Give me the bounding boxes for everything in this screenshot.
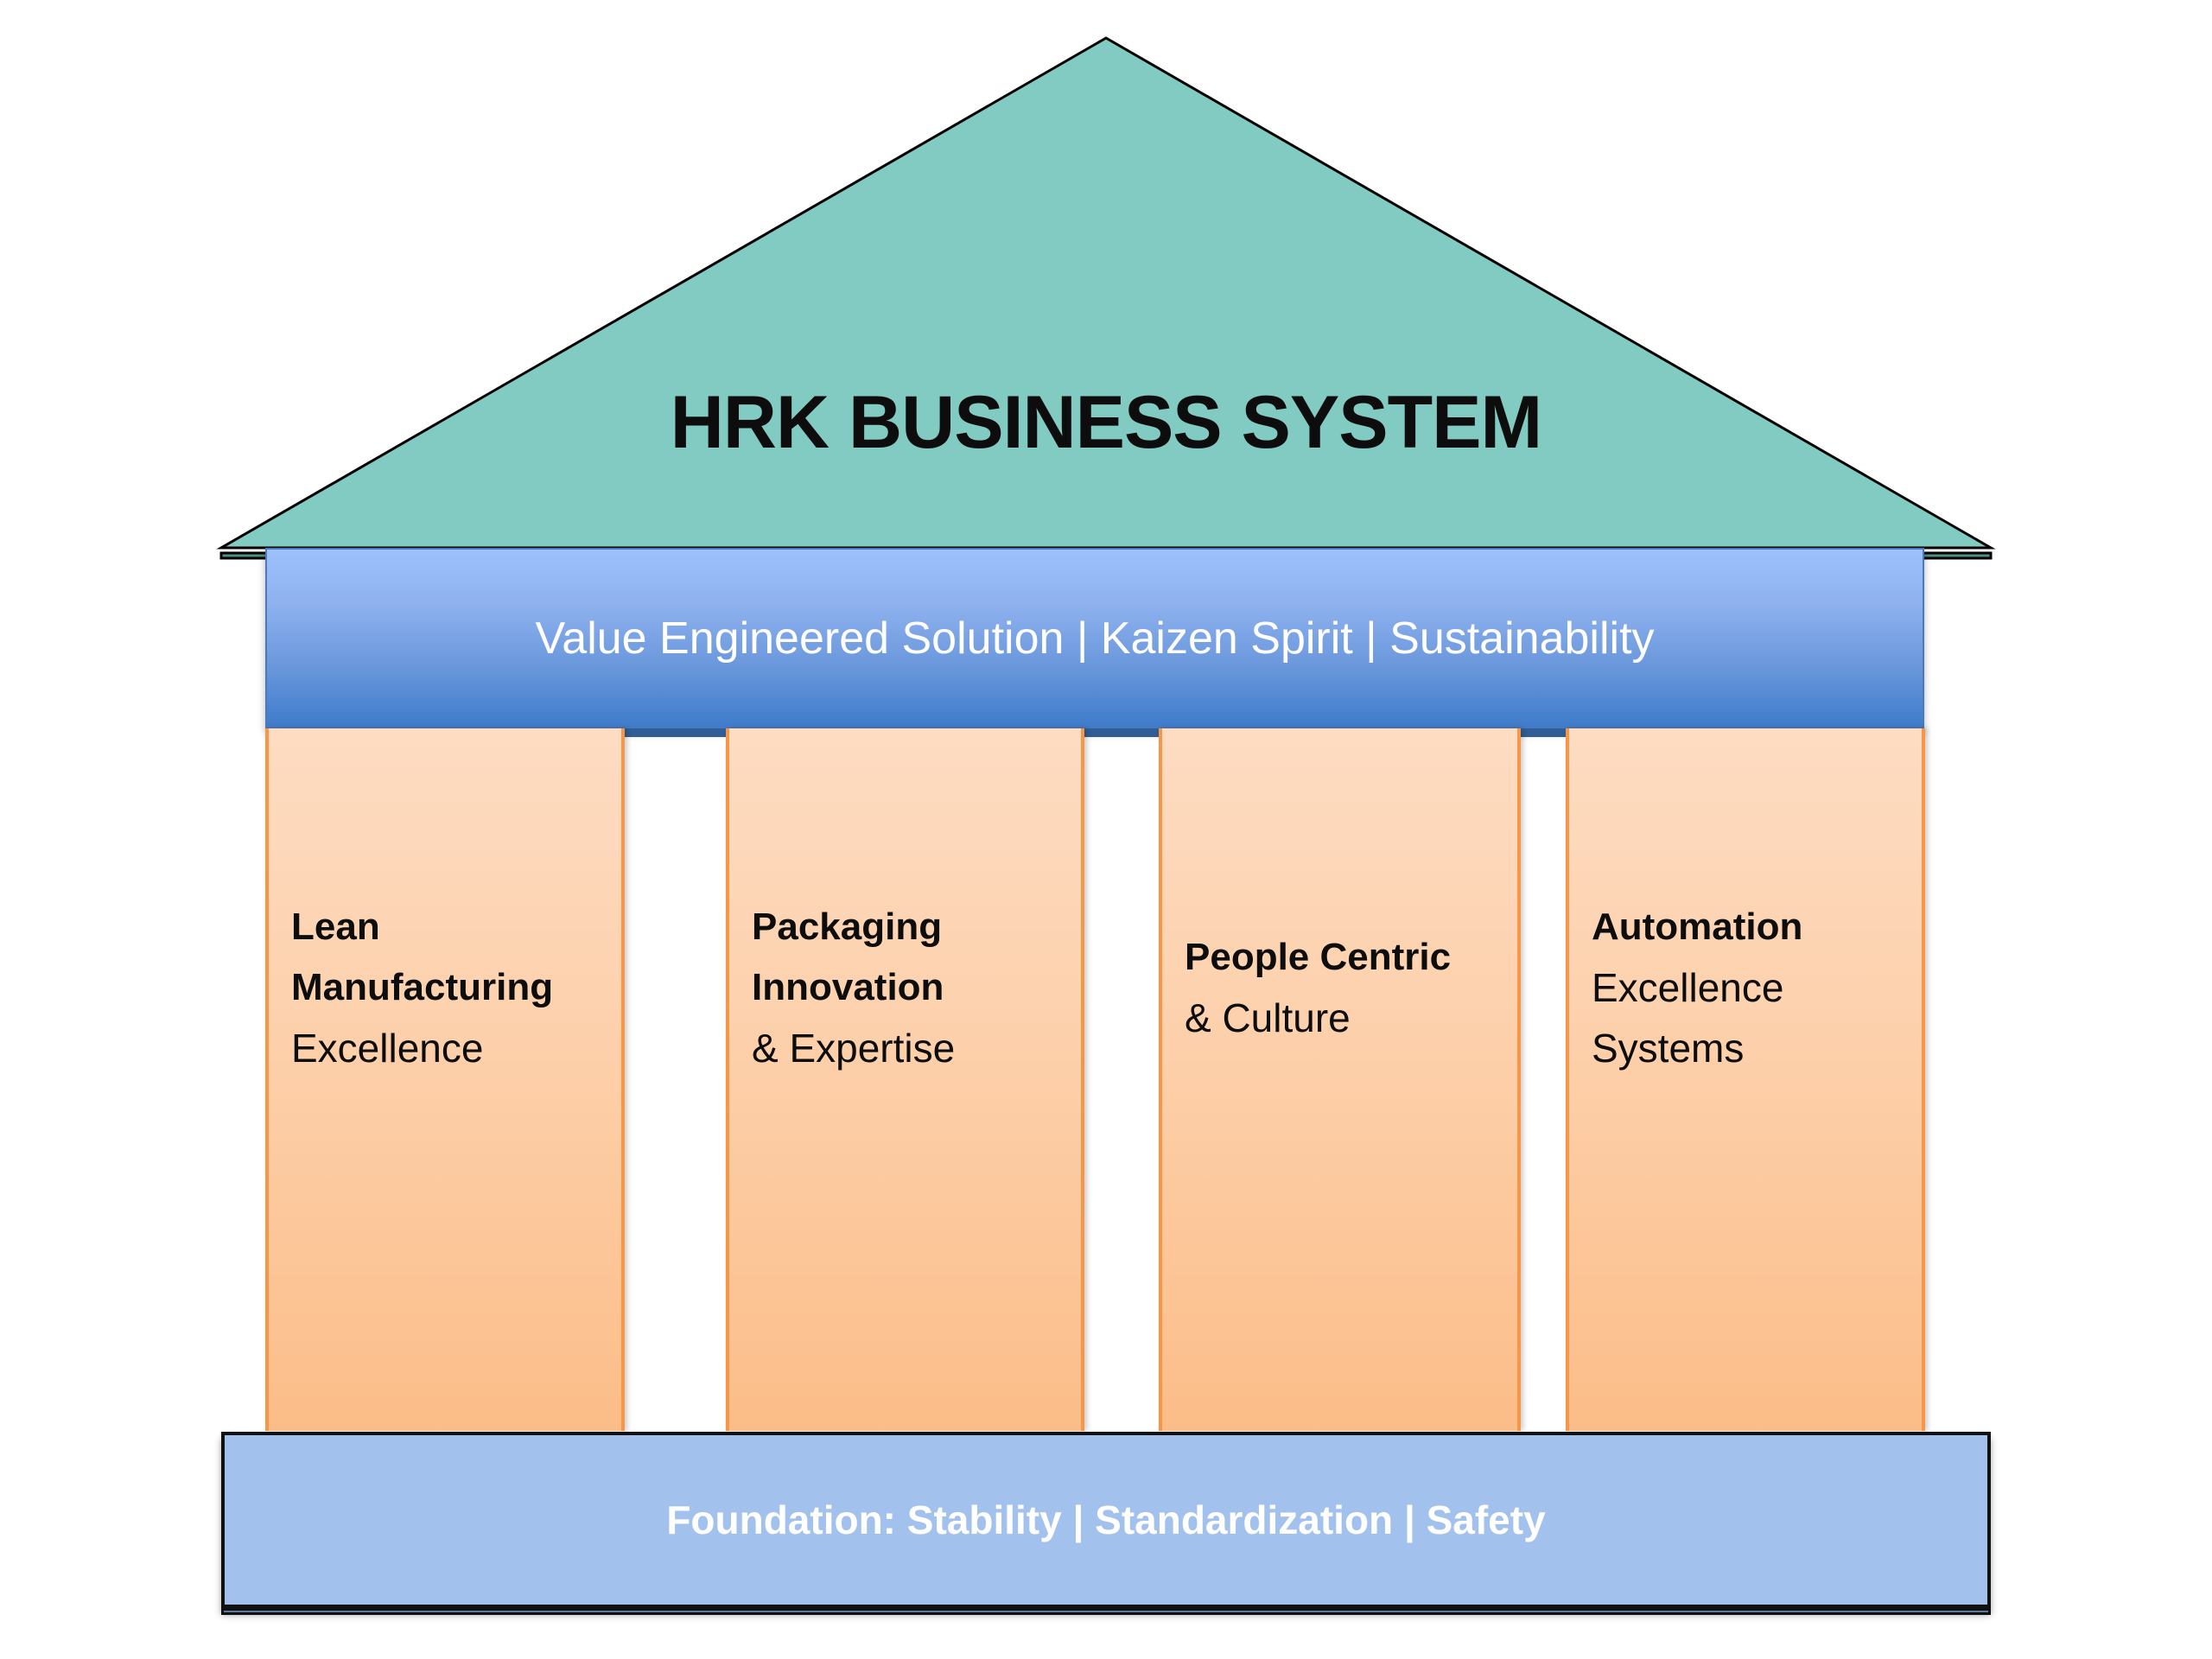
pillar-label-bold: Innovation [752, 966, 944, 1008]
foundation: Foundation: Stability | Standardization … [221, 1432, 1991, 1615]
system-title: HRK BUSINESS SYSTEM [670, 381, 1542, 464]
pillar-label-bold: Packaging [752, 906, 943, 948]
foundation-text: Foundation: Stability | Standardization … [666, 1497, 1546, 1542]
pillar-label-bold: Manufacturing [291, 966, 554, 1008]
values-text: Value Engineered Solution | Kaizen Spiri… [535, 613, 1655, 664]
pillar-label: Systems [1592, 1026, 1745, 1071]
roof-triangle [216, 36, 1996, 550]
pillar-lean-manufacturing: Lean Manufacturing Excellence [265, 728, 625, 1431]
pillar-label: Excellence [291, 1026, 484, 1071]
pillar-label: & Expertise [752, 1026, 956, 1071]
beam-connector [1084, 728, 1160, 737]
pillar-label-bold: Lean [291, 906, 380, 948]
pillar-label: Excellence [1592, 965, 1784, 1010]
pillar-people-centric: People Centric & Culture [1159, 728, 1521, 1431]
beam-connector [624, 728, 727, 737]
pillar-packaging-innovation: Packaging Innovation & Expertise [726, 728, 1084, 1431]
pillar-automation: Automation Excellence Systems [1566, 728, 1925, 1431]
pillar-label: & Culture [1185, 995, 1351, 1040]
values-band: Value Engineered Solution | Kaizen Spiri… [265, 548, 1924, 728]
pillar-label-bold: People Centric [1185, 936, 1452, 978]
roof [216, 36, 1996, 560]
beam-connector [1520, 728, 1567, 737]
pillar-label-bold: Automation [1592, 906, 1803, 948]
